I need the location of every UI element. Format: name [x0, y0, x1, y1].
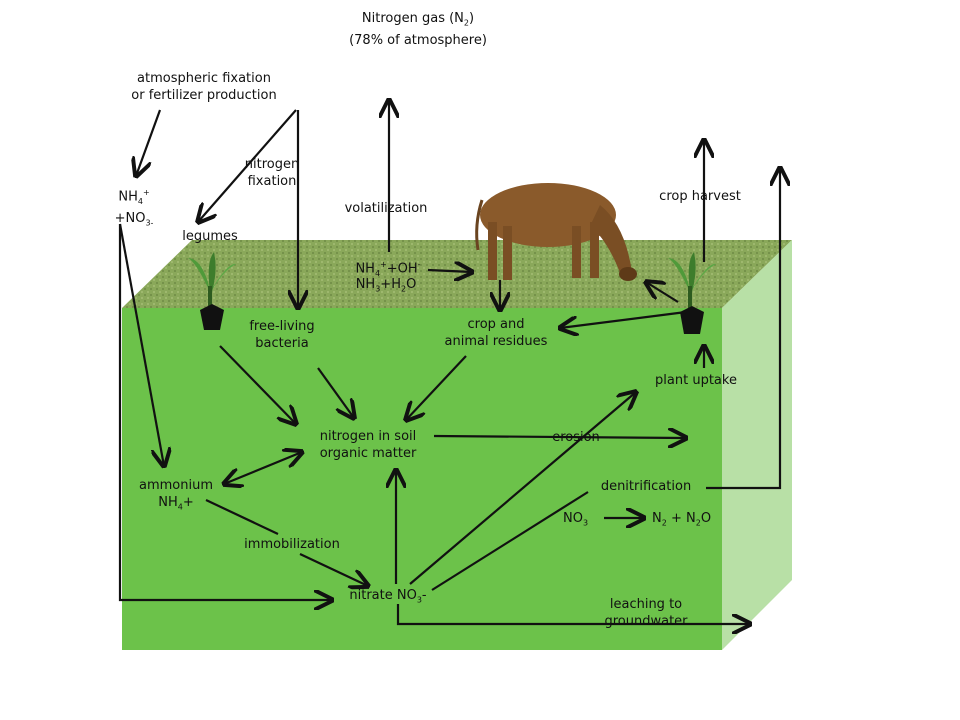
- arrow-fixation-to-legumes: [198, 109, 297, 222]
- arrow-soil-erosion: [433, 436, 686, 438]
- volatilization-label: volatilization: [344, 201, 428, 216]
- arrow-nh4-to-cow: [427, 270, 472, 272]
- ammonium-hydroxide-formula: NH4++OH-: [355, 260, 421, 278]
- arrow-legume-to-soil: [219, 345, 296, 424]
- legumes-label: legumes: [182, 229, 238, 244]
- denitrification-label: denitrification: [600, 479, 692, 494]
- arrow-ammonium-immobilization: [205, 499, 279, 535]
- arrow-nh4-to-nitrate: [118, 224, 332, 600]
- arrow-bacteria-to-soil: [317, 367, 354, 418]
- arrow-plant-to-residues: [560, 310, 687, 328]
- nh4-no3-label: NH4+ +NO3-: [114, 188, 154, 228]
- arrow-ammonium-soil: [224, 452, 302, 484]
- arrow-residues-to-soil: [406, 355, 467, 420]
- nitrogen-gases-formula: N2 + N2O: [652, 511, 712, 528]
- cow-illustration: [475, 183, 637, 281]
- left-plant-illustration: [188, 252, 236, 330]
- ammonium-label: ammonium NH4+: [138, 478, 214, 512]
- nitrogen-gas-label: Nitrogen gas (N2) (78% of atmosphere): [349, 11, 487, 48]
- arrow-nitrate-to-uptake: [409, 392, 636, 585]
- ammonia-water-formula: NH3+H2O: [355, 277, 417, 294]
- arrow-denitrification-up: [706, 168, 780, 490]
- erosion-label: erosion: [552, 430, 600, 445]
- arrow-nitrate-to-denitrification: [431, 491, 589, 591]
- arrow-atm-to-nh4: [136, 109, 162, 176]
- flow-arrows: [118, 100, 780, 624]
- nitrate-formula-left: NO3: [563, 511, 589, 528]
- soil-side-face: [722, 240, 792, 650]
- arrow-nh4-to-ammonium: [118, 223, 164, 466]
- crop-harvest-label: crop harvest: [659, 189, 741, 204]
- arrow-immobilization-to-nitrate: [299, 553, 368, 586]
- nitrate-label: nitrate NO3-: [349, 588, 427, 605]
- plant-uptake-label: plant uptake: [655, 373, 737, 388]
- arrow-plant-to-cow: [646, 282, 679, 303]
- immobilization-label: immobilization: [244, 537, 340, 552]
- arrow-leaching: [396, 604, 750, 624]
